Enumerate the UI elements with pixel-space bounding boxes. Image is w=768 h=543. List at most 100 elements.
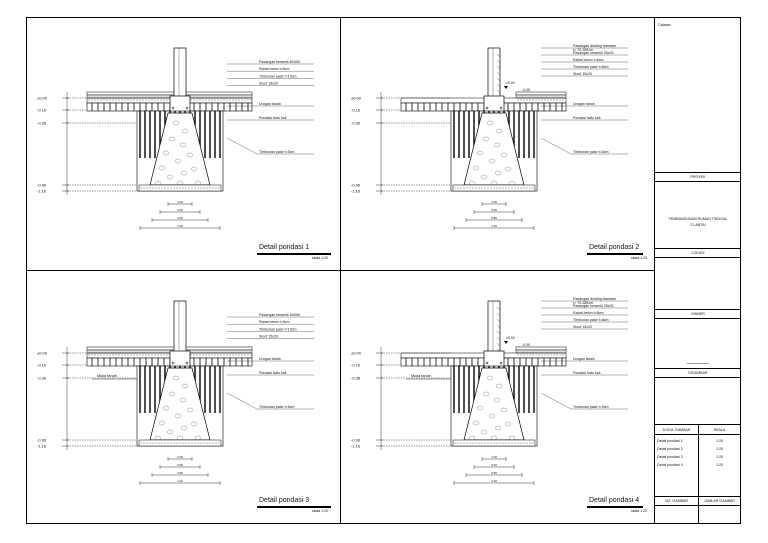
sand-dot xyxy=(145,99,147,101)
rubble-stone xyxy=(181,383,189,389)
sand-dot xyxy=(250,354,252,356)
rubble-stone xyxy=(494,170,502,176)
sand-dot xyxy=(517,187,519,189)
sand-dot xyxy=(191,442,193,444)
tb-digambar-label: DIGAMBAR xyxy=(688,371,708,375)
callout-label: Sloof 15x20 xyxy=(573,325,592,329)
sand-dot xyxy=(226,354,228,356)
tb-no-label: NO. GAMBAR xyxy=(665,499,688,503)
rebar xyxy=(185,106,189,110)
callout-label: Timbunan pasir t=10cm xyxy=(259,327,297,331)
rubble-stone xyxy=(486,120,494,126)
sand-dot xyxy=(142,354,144,356)
sand-dot xyxy=(121,99,123,101)
tb-notes: Catatan xyxy=(655,18,741,173)
sand-dot xyxy=(487,187,489,189)
sand-dot xyxy=(562,354,564,356)
sand-dot xyxy=(127,354,129,356)
sand-dot xyxy=(475,187,477,189)
wall-tile-hatch xyxy=(496,53,501,58)
sand-dot xyxy=(176,187,178,189)
sand-dot xyxy=(454,187,456,189)
concrete-layer xyxy=(86,94,253,99)
sand-dot xyxy=(215,187,217,189)
sand-dot xyxy=(484,442,486,444)
rubble-stone xyxy=(482,136,490,142)
sand-dot xyxy=(559,354,561,356)
sand-dot xyxy=(115,99,117,101)
sand-dot xyxy=(142,99,144,101)
sand-dot xyxy=(484,187,486,189)
sand-dot xyxy=(520,354,522,356)
sand-dot xyxy=(220,99,222,101)
rebar xyxy=(499,361,503,365)
callout-label: Timbunan pasir t=10cm xyxy=(259,74,297,78)
sand-dot xyxy=(145,354,147,356)
sand-dot xyxy=(250,99,252,101)
sand-dot xyxy=(550,354,552,356)
sand-dot xyxy=(532,187,534,189)
sand-dot xyxy=(553,99,555,101)
callout-label: t= 70-180cm xyxy=(573,301,593,305)
elevation-label: ±0.00 xyxy=(37,96,48,101)
sand-dot xyxy=(149,442,151,444)
sand-dot xyxy=(475,442,477,444)
sand-dot xyxy=(158,187,160,189)
sand-dot xyxy=(148,99,150,101)
sand-dot xyxy=(529,354,531,356)
sand-dot xyxy=(190,354,192,356)
sand-dot xyxy=(179,187,181,189)
elevation-label: -0.16 xyxy=(37,108,47,113)
detail-scale: skala 1:20 xyxy=(312,256,328,260)
sand-dot xyxy=(529,99,531,101)
sand-dot xyxy=(88,99,90,101)
dimension-label: 0.60 xyxy=(491,463,497,467)
title-block: Catatan PROYEK PEMBANGUNAN RUMAH TINGGAL… xyxy=(655,18,741,523)
concrete-layer xyxy=(86,349,253,354)
sand-dot xyxy=(520,99,522,101)
level-marker xyxy=(504,341,508,344)
drawing-list-scale: 1:20 xyxy=(716,463,723,467)
sand-dot xyxy=(182,442,184,444)
sand-dot xyxy=(247,354,249,356)
sand-dot xyxy=(130,354,132,356)
sand-dot xyxy=(208,99,210,101)
detail-scale: skala 1:20 xyxy=(631,509,647,513)
sand-dot xyxy=(157,99,159,101)
tb-lokasi-header: LOKASI xyxy=(655,249,741,258)
sand-dot xyxy=(466,187,468,189)
callout-label: Timbunan pasir t=5cm xyxy=(259,150,295,154)
callout-label: Urugan tanah xyxy=(259,357,281,361)
sand-dot xyxy=(124,99,126,101)
sand-dot xyxy=(469,187,471,189)
elevation-label: -1.16 xyxy=(37,444,47,449)
callout-label: Rabat beton t=8cm xyxy=(259,67,289,71)
tb-owner-label: OWNER xyxy=(691,312,705,316)
wall xyxy=(487,300,501,354)
sand-dot xyxy=(493,442,495,444)
sand-dot xyxy=(136,99,138,101)
sand-dot xyxy=(523,442,525,444)
elevation-label: -0.96 xyxy=(37,183,47,188)
sand-dot xyxy=(499,442,501,444)
sand-dot xyxy=(115,354,117,356)
callout-label: Timbunan pasir t=5cm xyxy=(573,405,609,409)
sand-dot xyxy=(152,187,154,189)
sand-dot xyxy=(553,354,555,356)
sand-dot xyxy=(517,354,519,356)
sand-dot xyxy=(547,99,549,101)
sand-dot xyxy=(478,442,480,444)
sand-dot xyxy=(472,187,474,189)
sand-dot xyxy=(218,187,220,189)
sand-dot xyxy=(235,99,237,101)
tb-proyek-label: PROYEK xyxy=(690,175,706,179)
sand-dot xyxy=(151,354,153,356)
title-underline xyxy=(587,253,643,255)
sand-dot xyxy=(244,99,246,101)
elevation-label: -1.16 xyxy=(351,444,361,449)
sand-dot xyxy=(238,354,240,356)
rubble-stone xyxy=(488,158,496,164)
elevation-label: ±0.00 xyxy=(351,96,362,101)
rubble-stone xyxy=(493,142,501,148)
